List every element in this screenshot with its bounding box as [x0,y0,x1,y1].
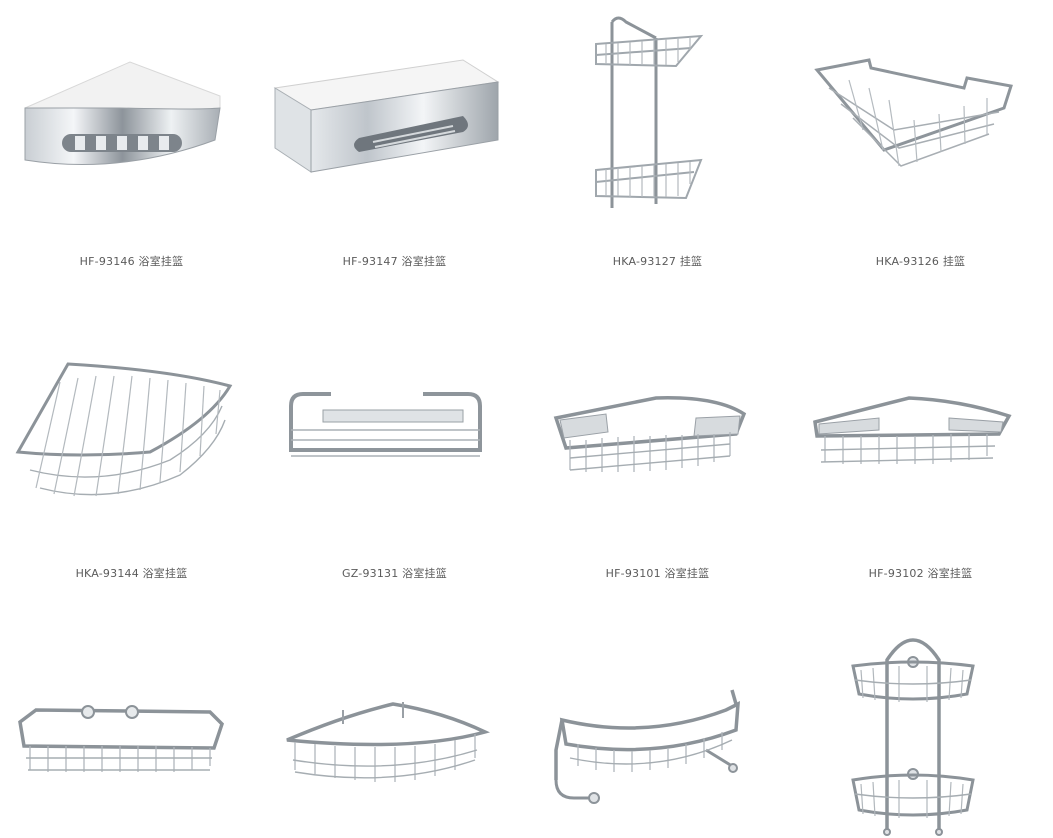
product-label[interactable]: HF-93146 浴室挂篮 [79,255,184,268]
product-card[interactable]: HF-93147 浴室挂篮 [263,0,526,280]
rectangular-wire-basket-icon [553,396,747,472]
product-label[interactable]: HF-93102 浴室挂篮 [868,567,973,580]
quarter-round-wire-basket-icon [15,362,233,497]
product-card[interactable]: HKA-93127 挂篮 [526,0,789,280]
rectangular-shelf-solid-icon [273,59,500,173]
corner-wire-basket-icon [286,702,490,782]
product-card[interactable] [263,620,526,838]
product-card[interactable]: HF-93101 浴室挂篮 [526,310,789,590]
two-tier-corner-basket-icon [595,16,704,208]
rectangular-rail-basket-icon [289,392,482,457]
corner-wire-basket-icon [813,396,1012,464]
triangle-wire-basket-icon [814,58,1013,167]
product-label[interactable]: GZ-93131 浴室挂篮 [342,567,447,580]
product-label[interactable]: HF-93101 浴室挂篮 [605,567,710,580]
product-label[interactable]: HKA-93126 挂篮 [875,255,966,268]
product-card[interactable]: HKA-93126 挂篮 [789,0,1052,280]
hexagonal-wire-basket-icon [18,705,225,772]
product-card[interactable] [526,620,789,838]
product-card[interactable]: HF-93102 浴室挂篮 [789,310,1052,590]
corner-shelf-solid-icon [24,61,221,165]
curved-wire-basket-with-hooks-icon [554,689,740,804]
two-tier-arched-basket-icon [851,638,975,836]
product-card[interactable] [0,620,263,838]
product-label[interactable]: HKA-93127 挂篮 [612,255,703,268]
product-card[interactable] [789,620,1052,838]
product-label[interactable]: HKA-93144 浴室挂篮 [75,567,188,580]
product-card[interactable]: GZ-93131 浴室挂篮 [263,310,526,590]
product-card[interactable]: HF-93146 浴室挂篮 [0,0,263,280]
product-card[interactable]: HKA-93144 浴室挂篮 [0,310,263,590]
product-label[interactable]: HF-93147 浴室挂篮 [342,255,447,268]
